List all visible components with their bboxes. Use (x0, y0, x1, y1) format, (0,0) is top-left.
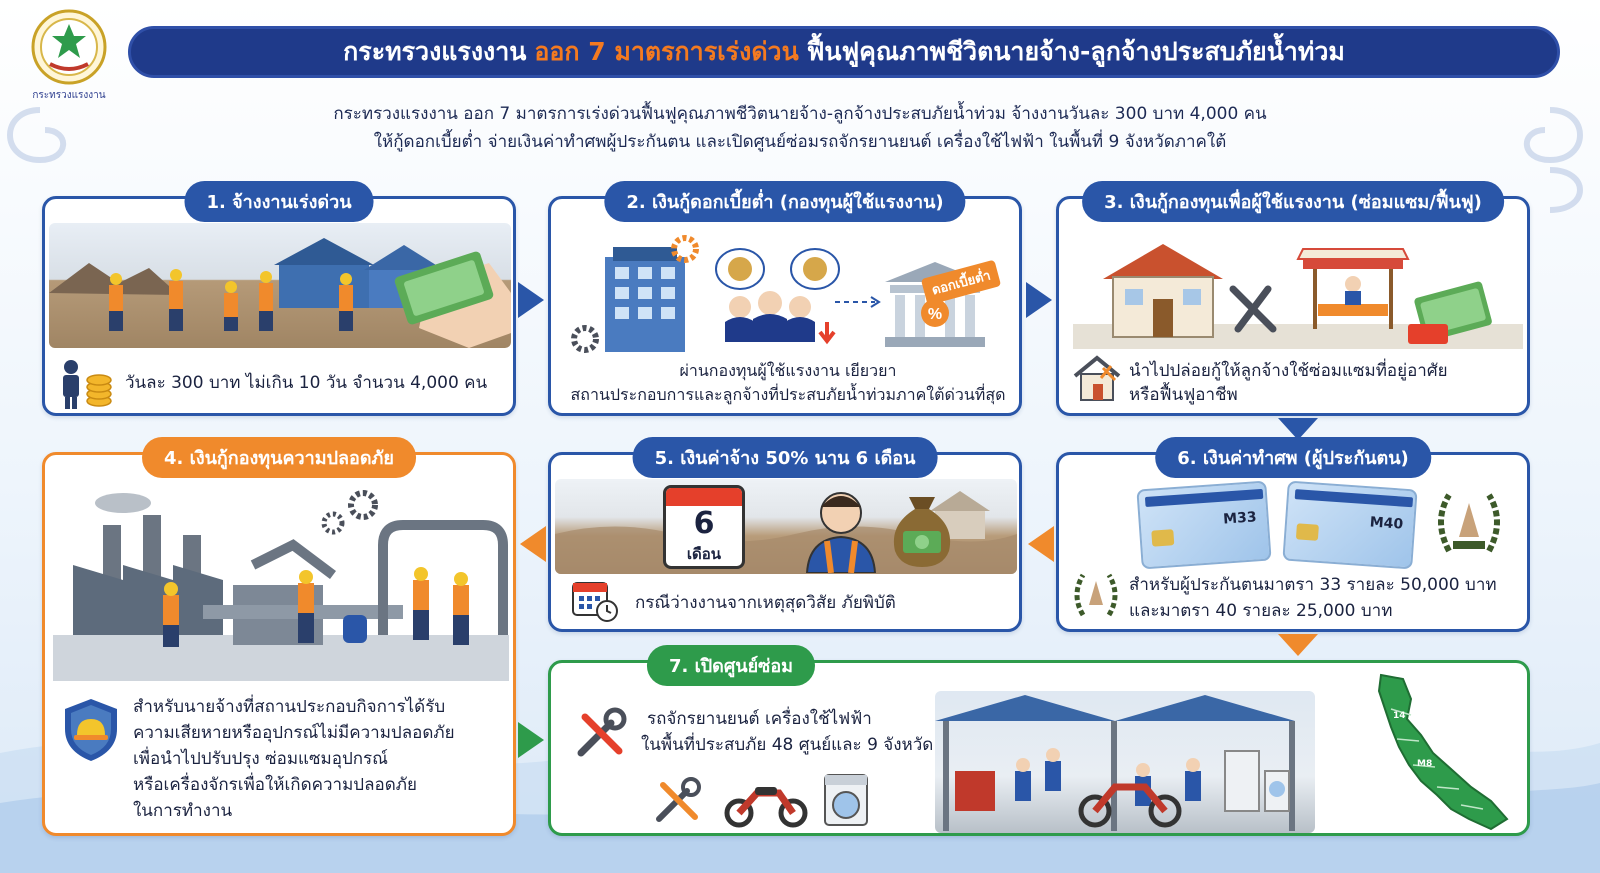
logo-caption: กระทรวงแรงงาน (32, 90, 106, 101)
measure-4-text-2: ความเสียหายหรืออุปกรณ์ไม่มีความปลอดภัย (133, 723, 455, 743)
measure-5-title: 5. เงินค่าจ้าง 50% นาน 6 เดือน (632, 437, 938, 478)
measure-1-title: 1. จ้างงานเร่งด่วน (184, 181, 374, 222)
calendar-number: 6 (693, 506, 715, 541)
insurance-card-m33: M33 (1136, 480, 1272, 570)
flow-arrow-2-3 (1026, 282, 1052, 318)
title-part-3: ฟื้นฟูคุณภาพชีวิตนายจ้าง-ลูกจ้างประสบภัย… (806, 37, 1345, 66)
flow-arrow-6-5 (1028, 526, 1054, 562)
worker-coins-icon (63, 360, 112, 409)
measure-card-1: 1. จ้างงานเร่งด่วน วันละ 300 บาท ไม่เกิน… (42, 181, 516, 416)
flow-arrow-1-2 (518, 282, 544, 318)
measure-card-6: 6. เงินค่าทำศพ (ผู้ประกันตน) M33 M40 สำห… (1056, 437, 1530, 632)
measure-6-text-2: และมาตรา 40 รายละ 25,000 บาท (1129, 601, 1393, 621)
measure-card-2: 2. เงินกู้ดอกเบี้ยต่ำ (กองทุนผู้ใช้แรงงา… (548, 181, 1022, 416)
insurance-card-m40: M40 (1282, 480, 1418, 570)
decorative-swirl (7, 107, 67, 164)
measure-4-text-5: ในการทำงาน (133, 801, 233, 821)
flow-arrow-4-7 (518, 722, 544, 758)
measure-4-text-3: เพื่อนำไปปรับปรุง ซ่อมแซมอุปกรณ์ (133, 749, 388, 769)
measure-7-text-1: รถจักรยานยนต์ เครื่องใช้ไฟฟ้า (647, 709, 872, 729)
measure-6-text-1: สำหรับผู้ประกันตนมาตรา 33 รายละ 50,000 บ… (1129, 575, 1497, 595)
wreath-small-icon (1074, 573, 1118, 617)
measure-card-3: 3. เงินกู้กองทุนเพื่อผู้ใช้แรงงาน (ซ่อมแ… (1056, 181, 1530, 416)
measure-3-text-1: นำไปปล่อยกู้ให้ลูกจ้างใช้ซ่อมแซมที่อยู่อ… (1129, 361, 1448, 381)
motorcycle-icon (724, 787, 808, 828)
measure-2-text-2: สถานประกอบการและลูกจ้างที่ประสบภัยน้ำท่ว… (570, 385, 1006, 404)
flow-arrow-5-4 (520, 526, 546, 562)
measure-3-text-2: หรือฟื้นฟูอาชีพ (1129, 385, 1238, 405)
house-repair-icon (1073, 355, 1121, 401)
measure-card-4: 4. เงินกู้กองทุนความปลอดภัย สำหรับนายจ้า… (42, 437, 516, 836)
workers-scene (49, 223, 511, 348)
wreath-icon (1438, 493, 1500, 553)
flow-arrow-6-7 (1278, 634, 1318, 656)
intro-line-2: ให้กู้ดอกเบี้ยต่ำ จ่ายเงินค่าทำศพผู้ประก… (373, 132, 1227, 152)
ministry-logo: กระทรวงแรงงาน (14, 8, 124, 108)
calendar-clock-icon (572, 582, 618, 622)
money-bag-icon (893, 497, 951, 567)
measure-1-text: วันละ 300 บาท ไม่เกิน 10 วัน จำนวน 4,000… (125, 373, 488, 393)
repair-illustration (1073, 244, 1523, 349)
map-label-m8: M8 (1417, 759, 1433, 769)
measure-6-title: 6. เงินค่าทำศพ (ผู้ประกันตน) (1155, 437, 1431, 478)
measure-4-title: 4. เงินกู้กองทุนความปลอดภัย (142, 437, 416, 478)
title-part-1: กระทรวงแรงงาน (343, 37, 527, 66)
emblem-icon (31, 9, 107, 85)
svg-text:%: % (928, 306, 942, 323)
measure-2-title: 2. เงินกู้ดอกเบี้ยต่ำ (กองทุนผู้ใช้แรงงา… (604, 181, 966, 222)
washing-machine-icon (824, 774, 868, 826)
intro-line-1: กระทรวงแรงงาน ออก 7 มาตรการเร่งด่วนฟื้นฟ… (333, 104, 1267, 124)
factory-illustration (53, 490, 509, 681)
measure-card-5: 5. เงินค่าจ้าง 50% นาน 6 เดือน 6 เดือน ก… (548, 437, 1022, 632)
measure-7-title: 7. เปิดศูนย์ซ่อม (646, 645, 816, 686)
worker-avatar-icon (805, 492, 877, 573)
tools-icon (577, 707, 627, 757)
flow-arrow-3-6 (1278, 418, 1318, 440)
measure-3-title: 3. เงินกู้กองทุนเพื่อผู้ใช้แรงงาน (ซ่อมแ… (1082, 181, 1504, 222)
measure-5-text: กรณีว่างงานจากเหตุสุดวิสัย ภัยพิบัติ (635, 593, 896, 613)
wrench-screwdriver-icon (656, 777, 701, 822)
map-label-14: 14 (1393, 711, 1406, 721)
intro-text: กระทรวงแรงงาน ออก 7 มาตรการเร่งด่วนฟื้นฟ… (0, 100, 1600, 156)
measure-4-text-1: สำหรับนายจ้างที่สถานประกอบกิจการได้รับ (133, 697, 446, 717)
card-label-m40: M40 (1369, 514, 1404, 533)
page-title: กระทรวงแรงงาน ออก 7 มาตรการเร่งด่วน ฟื้น… (128, 26, 1560, 78)
measure-4-text-4: หรือเครื่องจักรเพื่อให้เกิดความปลอดภัย (133, 775, 417, 795)
title-part-2: ออก 7 มาตรการเร่งด่วน (534, 37, 799, 66)
repair-center-scene (935, 691, 1315, 833)
decorative-swirl (1523, 107, 1583, 213)
measure-2-text-1: ผ่านกองทุนผู้ใช้แรงงาน เยียวยา (679, 361, 897, 380)
calendar-6-months: 6 เดือน (663, 485, 745, 569)
card-label-m33: M33 (1222, 509, 1258, 528)
measure-7-text-2: ในพื้นที่ประสบภัย 48 ศูนย์และ 9 จังหวัด (641, 735, 934, 755)
southern-thailand-map (1377, 673, 1509, 831)
measure-card-7: 7. เปิดศูนย์ซ่อม รถจักรยานยนต์ เครื่องใช… (548, 645, 1530, 836)
calendar-unit: เดือน (686, 545, 722, 563)
safety-shield-icon (65, 699, 117, 761)
